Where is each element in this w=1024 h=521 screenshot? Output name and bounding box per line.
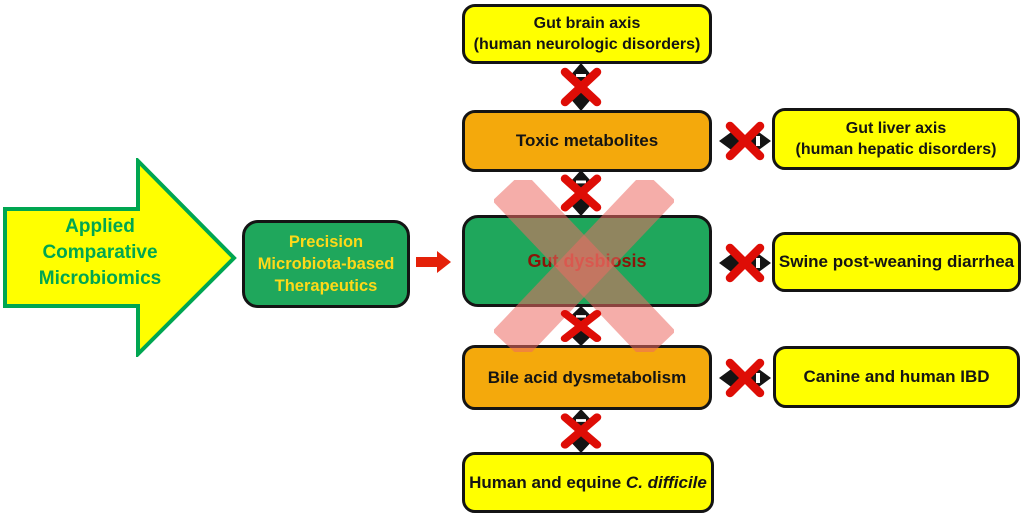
therapeutics-line-1: Precision [288, 233, 364, 251]
therapeutics-line-3: Therapeutics [274, 277, 378, 295]
swine-post-weaning-diarrhea-box: Swine post-weaning diarrhea [772, 232, 1021, 292]
gut-brain-line-1: Gut brain axis [533, 15, 641, 32]
human-equine-cdifficile-box: Human and equine C. difficile [462, 452, 714, 513]
blocked-horizontal-link-icon-dysbiosis-swine [719, 243, 771, 283]
precision-microbiota-therapeutics-box: Precision Microbiota-based Therapeutics [242, 220, 410, 308]
swine-label: Swine post-weaning diarrhea [778, 252, 1015, 272]
gut-liver-axis-box: Gut liver axis (human hepatic disorders) [772, 108, 1020, 170]
blocked-horizontal-link-icon-bile-canine [719, 358, 771, 398]
cdifficile-label-italic: C. difficile [625, 472, 707, 492]
cdifficile-label-normal: Human and equine [469, 472, 626, 492]
bile-acid-label: Bile acid dysmetabolism [487, 367, 687, 387]
blocked-horizontal-link-icon-toxic-gutliver [719, 121, 771, 161]
canine-ibd-label: Canine and human IBD [803, 367, 990, 387]
gut-liver-line-1: Gut liver axis [845, 120, 947, 137]
cdifficile-label: Human and equine C. difficile [469, 472, 707, 493]
toxic-metabolites-box: Toxic metabolites [462, 110, 712, 172]
flow-arrow-icon [416, 251, 451, 273]
blocked-vertical-link-icon-toxic-dysbiosis [560, 170, 602, 216]
blocked-vertical-link-icon-gutbrain-toxic [560, 63, 602, 111]
blocked-vertical-link-icon-dysbiosis-bile [560, 306, 602, 346]
blocked-vertical-link-icon-bile-cdifficile [560, 409, 602, 453]
therapeutics-line-2: Microbiota-based [257, 255, 395, 273]
left-arrow-line-1: Applied [65, 216, 135, 237]
left-arrow-line-3: Microbiomics [38, 268, 162, 289]
canine-human-ibd-box: Canine and human IBD [773, 346, 1020, 408]
toxic-metabolites-label: Toxic metabolites [515, 131, 659, 151]
applied-comparative-microbiomics-label: Applied Comparative Microbiomics [20, 214, 180, 292]
big-cross-icon [494, 180, 674, 352]
gut-liver-line-2: (human hepatic disorders) [795, 141, 997, 158]
gut-brain-axis-box: Gut brain axis (human neurologic disorde… [462, 4, 712, 64]
left-arrow-line-2: Comparative [42, 242, 158, 263]
gut-brain-line-2: (human neurologic disorders) [473, 36, 701, 53]
bile-acid-dysmetabolism-box: Bile acid dysmetabolism [462, 345, 712, 410]
left-block-arrow-icon [3, 158, 237, 357]
